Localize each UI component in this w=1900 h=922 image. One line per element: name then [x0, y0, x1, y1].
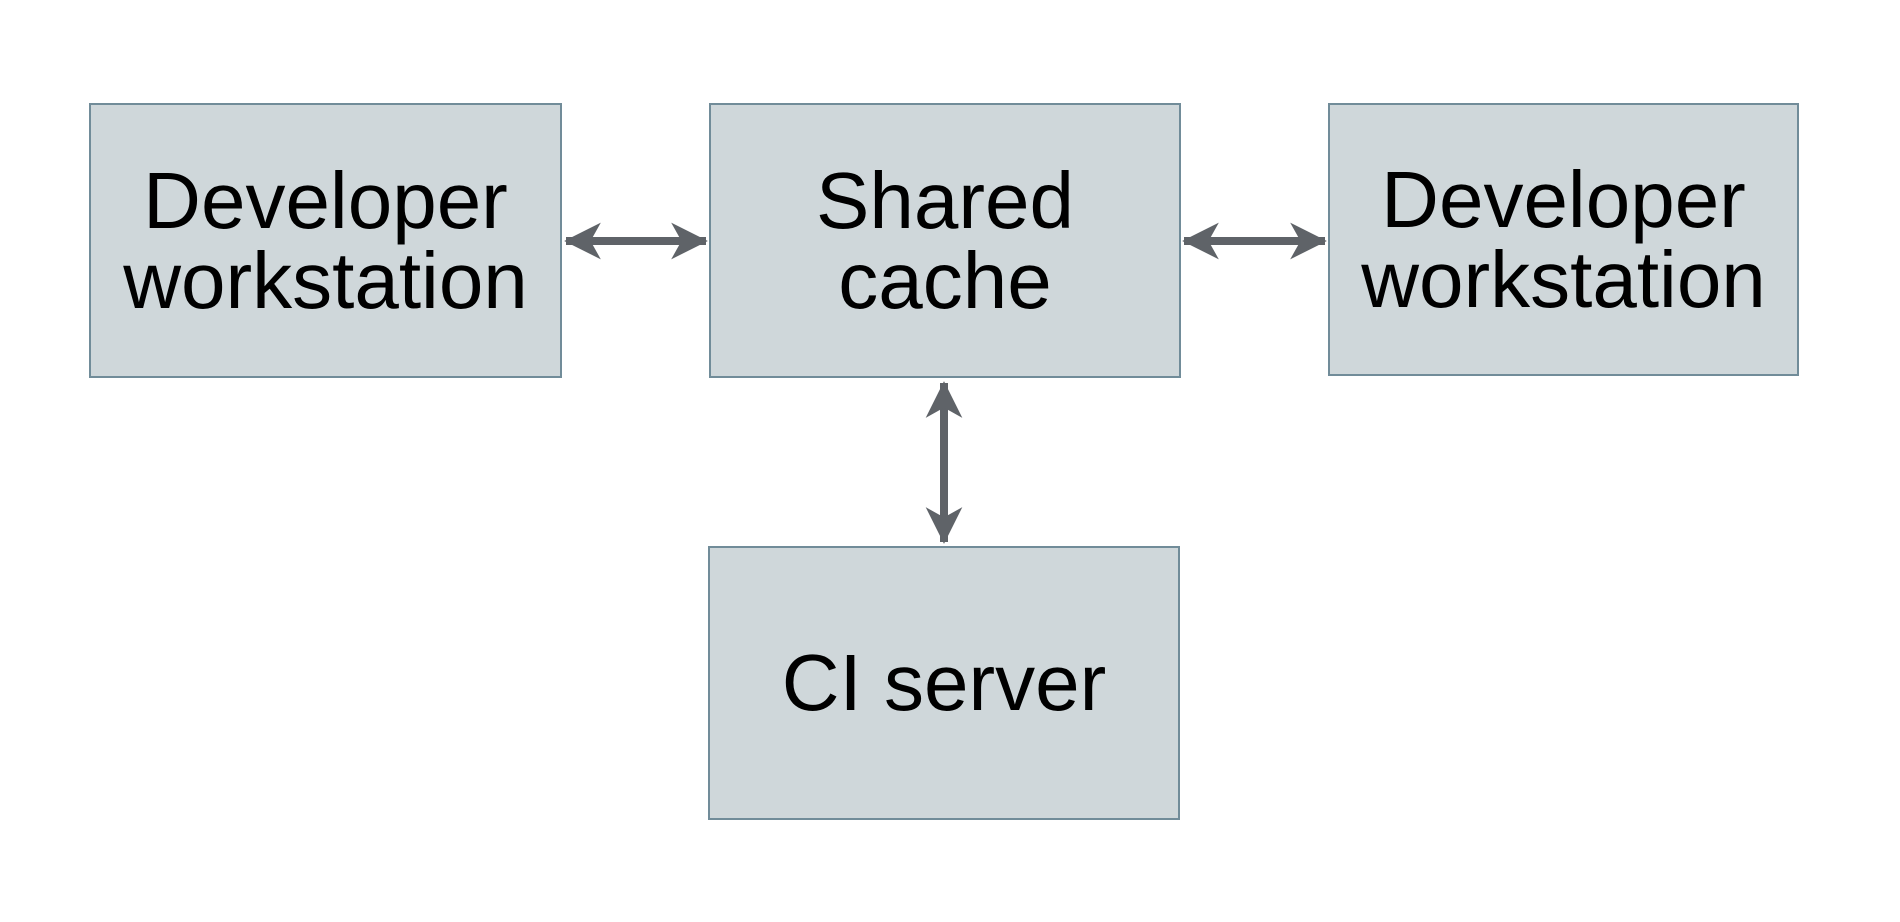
- node-shared-cache: Shared cache: [709, 103, 1181, 378]
- node-ci-server: CI server: [708, 546, 1180, 820]
- node-label-line: Developer: [143, 155, 508, 245]
- node-label-line: cache: [838, 235, 1052, 325]
- node-label-line: workstation: [123, 235, 528, 325]
- node-label-line: workstation: [1361, 234, 1766, 324]
- node-label-line: Developer: [1381, 154, 1746, 244]
- node-developer-workstation-right: Developer workstation: [1328, 103, 1799, 376]
- node-label-line: CI server: [781, 638, 1107, 727]
- node-developer-workstation-left: Developer workstation: [89, 103, 562, 378]
- node-label-line: Shared: [816, 155, 1074, 245]
